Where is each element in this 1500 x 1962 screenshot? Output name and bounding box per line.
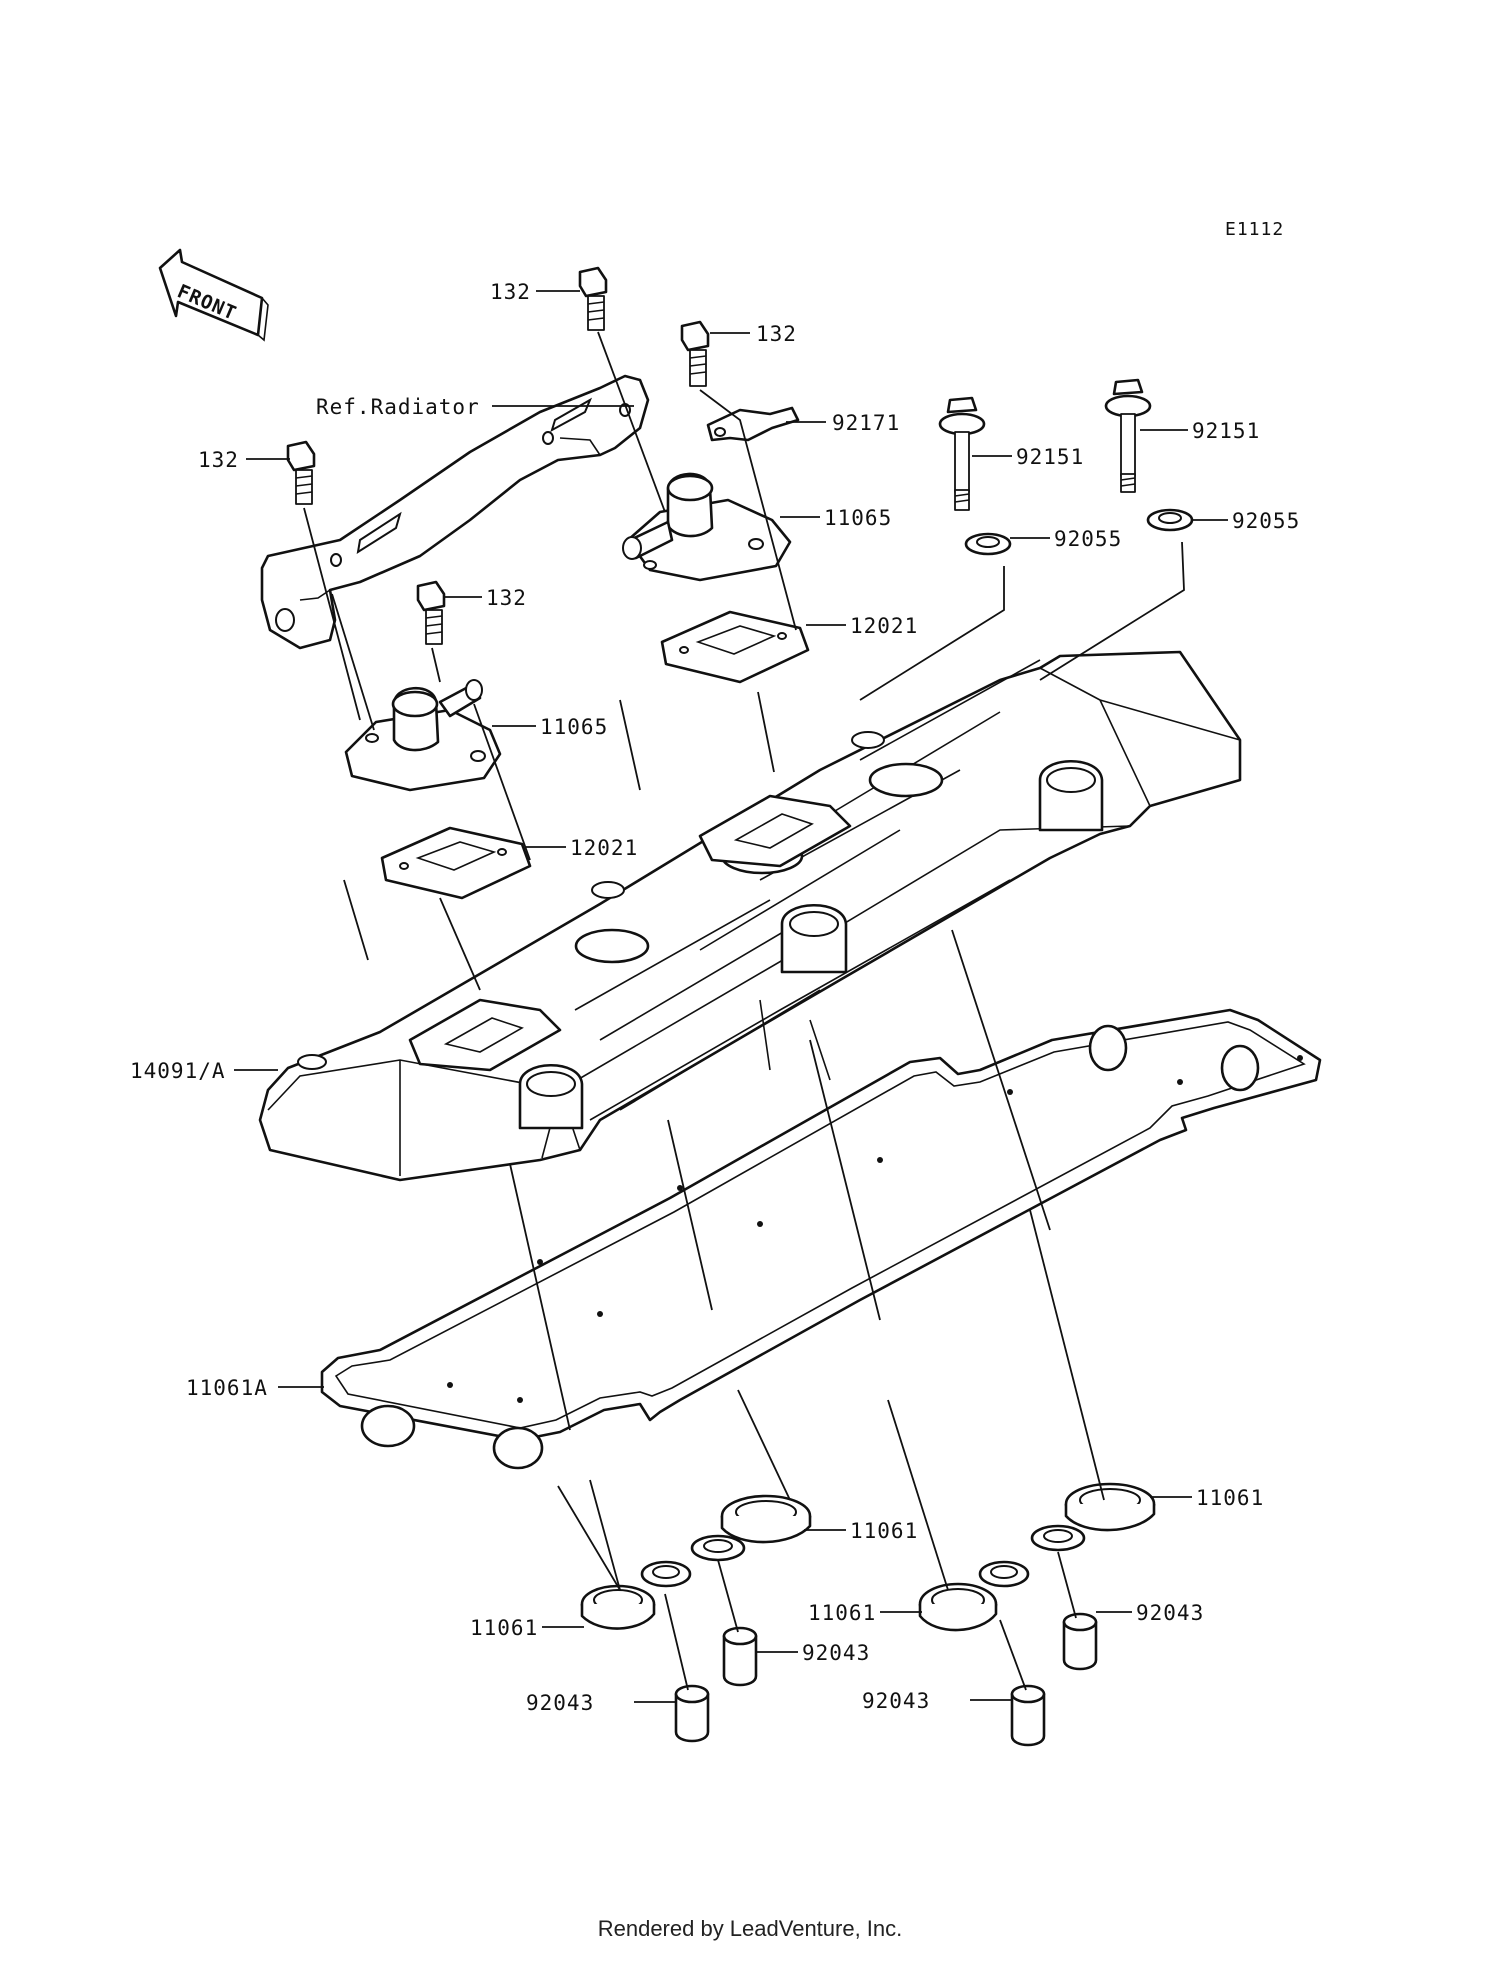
bolt-92151-center [938, 396, 986, 511]
collar-92043-4 [1062, 1612, 1098, 1671]
label-ref-radiator: Ref.Radiator [316, 395, 480, 419]
label-12021-upper: 12021 [850, 614, 918, 638]
cover-11065-upper [622, 472, 792, 582]
label-132-left: 132 [198, 448, 239, 472]
footer-credit: Rendered by LeadVenture, Inc. [597, 1916, 903, 1941]
gasket-12021-upper [660, 610, 810, 684]
label-11061-2: 11061 [850, 1519, 918, 1543]
washer-92055-right [1146, 508, 1194, 532]
label-132-middle: 132 [756, 322, 797, 346]
washer-92055-center [964, 532, 1012, 556]
bolt-132-lower [416, 580, 446, 645]
callouts: 132 132 Ref.Radiator 132 132 92171 92151… [130, 280, 1300, 1715]
label-92043-4: 92043 [1136, 1601, 1204, 1625]
gasket-12021-lower [380, 826, 532, 900]
assembly-guide-lines [303, 331, 1185, 1691]
label-11065-upper: 11065 [824, 506, 892, 530]
label-92055-right: 92055 [1232, 509, 1300, 533]
label-92043-1: 92043 [526, 1691, 594, 1715]
label-92151-center: 92151 [1016, 445, 1084, 469]
plug-gasket-11061-4 [1030, 1482, 1156, 1552]
label-92151-right: 92151 [1192, 419, 1260, 443]
diagram-code: E1112 [1225, 219, 1284, 240]
label-14091A: 14091/A [130, 1059, 226, 1083]
label-11061-4: 11061 [1196, 1486, 1264, 1510]
collar-92043-3 [1010, 1684, 1046, 1747]
label-11061-3: 11061 [808, 1601, 876, 1625]
plug-gasket-11061-3 [918, 1560, 1030, 1632]
label-12021-lower: 12021 [570, 836, 638, 860]
bolt-92151-right [1104, 378, 1152, 493]
label-92043-3: 92043 [862, 1689, 930, 1713]
label-132-top: 132 [490, 280, 531, 304]
collar-92043-1 [674, 1684, 710, 1743]
plug-gasket-11061-2 [690, 1494, 812, 1562]
plug-gasket-11061-1 [580, 1560, 692, 1630]
label-11061-1: 11061 [470, 1616, 538, 1640]
label-92171: 92171 [832, 411, 900, 435]
label-92043-2: 92043 [802, 1641, 870, 1665]
cylinder-head-cover-14091 [258, 650, 1242, 1182]
clamp-92171 [706, 406, 800, 442]
label-132-lower: 132 [486, 586, 527, 610]
bolt-132-middle [680, 320, 710, 387]
bolt-132-top [578, 266, 608, 331]
front-arrow-icon: FRONT [158, 248, 269, 342]
cover-11065-lower [344, 679, 502, 792]
collar-92043-2 [722, 1626, 758, 1687]
head-cover-gasket-11061A [320, 1008, 1322, 1470]
label-11065-lower: 11065 [540, 715, 608, 739]
bolt-132-left [286, 440, 316, 505]
label-11061A: 11061A [186, 1376, 268, 1400]
label-92055-center: 92055 [1054, 527, 1122, 551]
